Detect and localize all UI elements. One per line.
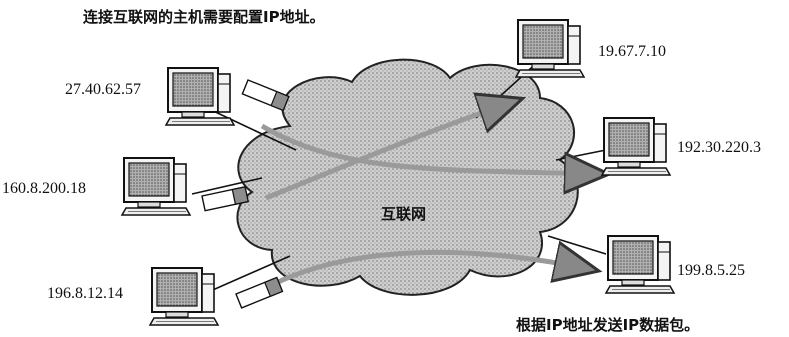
host-ip-label: 160.8.200.18 bbox=[2, 180, 86, 197]
host-ip-label: 19.67.7.10 bbox=[598, 43, 666, 60]
packet-icon bbox=[235, 276, 284, 309]
computer-icon bbox=[515, 19, 585, 78]
computer-icon bbox=[605, 235, 675, 294]
arrow-icon bbox=[268, 252, 594, 289]
computer-icon bbox=[149, 267, 219, 326]
caption-top: 连接互联网的主机需要配置IP地址。 bbox=[83, 8, 325, 26]
host-ip-label: 27.40.62.57 bbox=[65, 81, 141, 98]
host-ip-label: 196.8.12.14 bbox=[47, 285, 123, 302]
network-label: 互联网 bbox=[381, 205, 427, 223]
host-ip-label: 192.30.220.3 bbox=[677, 139, 761, 156]
arrow-icon bbox=[265, 100, 518, 201]
computer-icon bbox=[121, 157, 191, 216]
packet-icon bbox=[241, 79, 290, 112]
host-ip-label: 199.8.5.25 bbox=[677, 262, 745, 279]
caption-bottom: 根据IP地址发送IP数据包。 bbox=[516, 316, 700, 334]
computer-icon bbox=[601, 117, 671, 176]
arrow-icon bbox=[260, 123, 604, 174]
